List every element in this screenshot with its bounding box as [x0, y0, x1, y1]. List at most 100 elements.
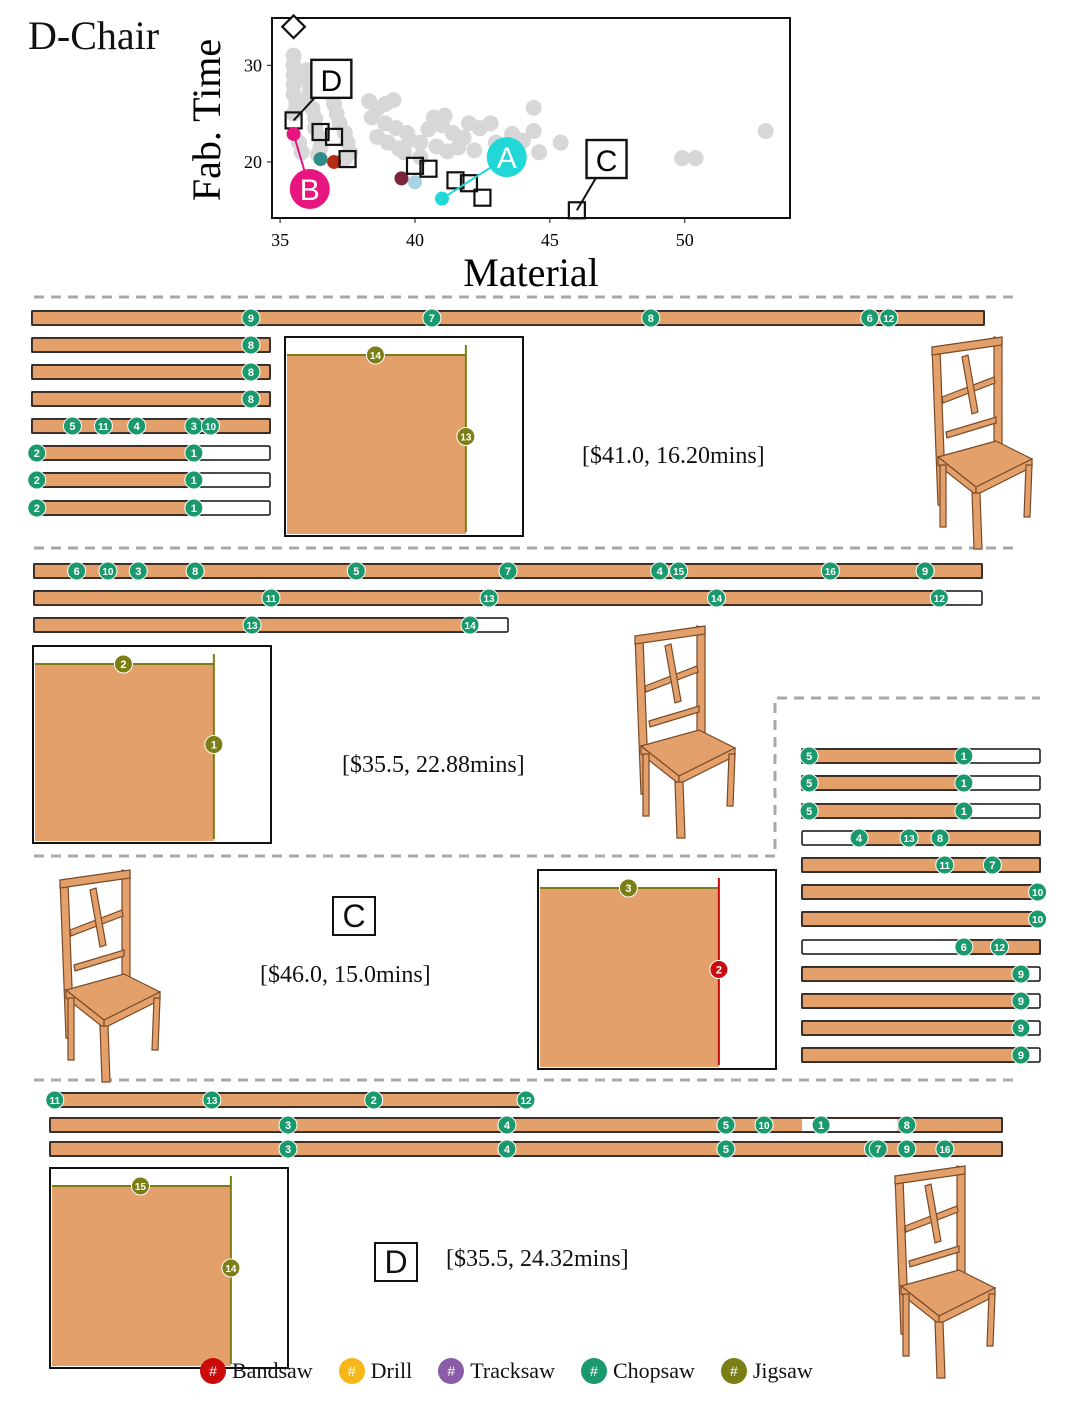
cut-step-marker: [799, 773, 819, 793]
cut-step-label: 2: [34, 475, 40, 487]
chair-seat: [936, 440, 1034, 488]
cut-step-label: 3: [625, 883, 631, 895]
chair-back-slat: [961, 354, 979, 415]
cut-step-marker: [204, 735, 224, 754]
chair-leg: [971, 492, 983, 550]
cut-step-marker: [184, 498, 204, 518]
cut-step-label: 13: [904, 834, 916, 845]
cut-step-label: 8: [648, 313, 654, 325]
cut-step-label: 10: [102, 567, 114, 578]
cut-step-label: 1: [211, 740, 217, 752]
cut-step-marker: [241, 389, 261, 409]
cut-step-marker: [98, 561, 118, 581]
cut-step-marker: [497, 1139, 517, 1159]
cut-step-marker: [422, 308, 442, 328]
cut-step-marker: [929, 588, 949, 608]
cut-step-marker: [954, 746, 974, 766]
legend-label: Tracksaw: [470, 1358, 555, 1383]
cut-step-label: 13: [460, 433, 472, 444]
cut-step-label: 2: [371, 1095, 377, 1107]
cut-step-marker: [498, 561, 518, 581]
chair-back-slat: [945, 416, 997, 439]
stock-bar-used: [801, 966, 1022, 982]
callout-badge: [585, 138, 628, 180]
cut-step-marker: [868, 1139, 888, 1159]
cut-step-marker: [811, 1115, 831, 1135]
cut-step-marker: [707, 588, 727, 608]
cut-step-label: 1: [961, 806, 967, 818]
chair-illustration: [894, 1165, 997, 1379]
cut-step-marker: [1011, 1045, 1031, 1065]
cut-step-label: 10: [205, 422, 217, 433]
design-c-tag: C: [332, 896, 376, 936]
data-point: [327, 154, 342, 169]
data-point: [450, 139, 467, 156]
data-point: [552, 134, 569, 151]
cut-step-marker: [456, 427, 476, 446]
callout-badge: [486, 137, 527, 178]
cut-step-label: 8: [248, 394, 254, 406]
plywood-used: [52, 1186, 231, 1366]
data-point: [525, 123, 542, 140]
cut-step-marker: [241, 335, 261, 355]
cut-step-label: 3: [191, 421, 197, 433]
cut-step-label: 7: [989, 860, 995, 872]
data-point: [482, 115, 499, 132]
cut-step-label: 5: [69, 421, 75, 433]
data-point: [313, 152, 328, 167]
chair-seat: [899, 1269, 997, 1317]
drill-icon: #: [338, 1358, 365, 1384]
stock-bar-used: [801, 993, 1022, 1009]
chair-leg: [986, 1293, 996, 1347]
pareto-square-marker: [567, 201, 586, 220]
y-axis-label: Fab. Time: [184, 39, 229, 201]
chair-leg: [726, 753, 736, 807]
data-point: [757, 123, 774, 140]
cut-step-marker: [669, 561, 689, 581]
chair-leg: [151, 997, 161, 1051]
callout-label: D: [321, 65, 343, 98]
x-axis-label: Material: [463, 250, 599, 295]
cut-step-marker: [1028, 882, 1048, 902]
stock-bar-used: [49, 1092, 527, 1108]
callout-label: A: [497, 142, 517, 175]
cut-step-marker: [860, 308, 880, 328]
stock-bar-used: [31, 391, 271, 407]
design-b-tag: B: [428, 678, 449, 711]
chair-illustration: [931, 336, 1034, 550]
diamond-marker: [280, 13, 307, 40]
pareto-square-marker: [419, 159, 438, 178]
cut-step-marker: [364, 1090, 384, 1110]
cut-step-label: 10: [1032, 888, 1044, 899]
data-point: [531, 144, 548, 161]
data-point: [396, 144, 413, 161]
chair-back-slat: [664, 643, 682, 704]
cut-step-marker: [242, 615, 262, 635]
cut-step-marker: [1011, 991, 1031, 1011]
cut-step-marker: [184, 470, 204, 490]
cut-step-marker: [1011, 1018, 1031, 1038]
cut-step-marker: [184, 443, 204, 463]
cut-step-marker: [754, 1115, 774, 1135]
cut-step-marker: [45, 1090, 65, 1110]
cut-step-label: 8: [248, 367, 254, 379]
cut-step-label: 9: [904, 1144, 910, 1156]
cut-step-marker: [113, 654, 133, 674]
cut-step-marker: [346, 561, 366, 581]
cut-step-label: 4: [856, 833, 863, 845]
pareto-square-marker: [311, 122, 330, 142]
design-d-tag: D: [374, 1242, 418, 1282]
cut-step-label: 6: [961, 942, 967, 954]
callout-label: B: [300, 174, 320, 207]
cut-step-marker: [897, 1115, 917, 1135]
cut-step-marker: [879, 308, 899, 328]
cut-step-label: 8: [937, 833, 943, 845]
jigsaw-icon: #: [720, 1358, 747, 1384]
cut-step-marker: [954, 937, 974, 957]
cut-step-label: 10: [758, 1121, 770, 1132]
chair-leg: [939, 464, 947, 528]
highlight-point: [286, 126, 301, 141]
cut-step-label: 2: [120, 659, 126, 671]
stock-bar-used: [31, 445, 190, 461]
pareto-square-marker: [338, 149, 357, 169]
